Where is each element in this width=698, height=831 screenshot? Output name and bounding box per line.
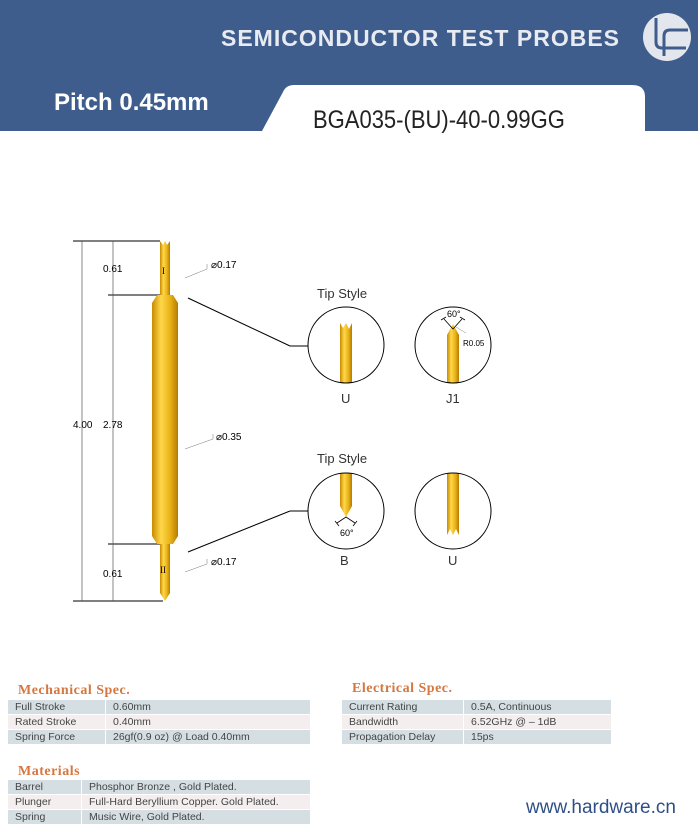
tip-j1: 60° R0.05 J1 <box>414 306 492 406</box>
table-cell: Barrel <box>8 780 82 795</box>
probe-drawing: 0.61 4.00 2.78 0.61 ⌀0.17 ⌀0.35 ⌀0.17 I … <box>73 240 492 602</box>
table-cell: Current Rating <box>342 700 464 715</box>
dim-barrel-length: 2.78 <box>103 420 123 431</box>
table-cell: 0.5A, Continuous <box>463 700 612 715</box>
table-cell: Full-Hard Beryllium Copper. Gold Plated. <box>81 794 311 810</box>
svg-text:J1: J1 <box>446 391 460 406</box>
svg-text:U: U <box>341 391 350 406</box>
table-cell: Full Stroke <box>8 700 106 715</box>
table-cell: Music Wire, Gold Plated. <box>81 809 311 825</box>
header-title: SEMICONDUCTOR TEST PROBES <box>221 25 620 51</box>
svg-text:U: U <box>448 553 457 568</box>
table-cell: 0.60mm <box>105 700 311 715</box>
table-cell: 15ps <box>463 729 612 745</box>
table-cell: Propagation Delay <box>342 729 464 745</box>
table-cell: 26gf(0.9 oz) @ Load 0.40mm <box>105 729 311 745</box>
table-cell: 0.40mm <box>105 714 311 730</box>
svg-text:B: B <box>340 553 349 568</box>
model-tab <box>262 85 645 131</box>
table-cell: Bandwidth <box>342 714 464 730</box>
dim-total-length: 4.00 <box>73 420 93 431</box>
tip-u-top: U <box>307 306 385 406</box>
svg-text:60°: 60° <box>340 528 354 538</box>
plunger-bottom-mark: II <box>160 565 166 575</box>
svg-text:60°: 60° <box>447 309 461 319</box>
dim-barrel-diameter: ⌀0.35 <box>216 432 242 443</box>
dim-top-diameter: ⌀0.17 <box>211 260 237 271</box>
table-cell: Rated Stroke <box>8 714 106 730</box>
pitch-label: Pitch 0.45mm <box>54 89 209 116</box>
probe-body: I II <box>152 241 178 601</box>
mechanical-spec-title: Mechanical Spec. <box>18 683 131 698</box>
electrical-spec-title: Electrical Spec. <box>352 681 453 696</box>
table-cell: Spring <box>8 809 82 825</box>
company-logo-icon <box>643 13 691 61</box>
tip-b: 60° B <box>307 472 385 568</box>
dimension-lines <box>73 240 308 602</box>
dim-top-plunger: 0.61 <box>103 264 123 275</box>
model-number: BGA035-(BU)-40-0.99GG <box>313 106 565 134</box>
plunger-top-mark: I <box>162 266 165 276</box>
table-cell: Phosphor Bronze , Gold Plated. <box>81 780 311 795</box>
tip-u-bottom: U <box>414 472 492 568</box>
table-cell: Plunger <box>8 794 82 810</box>
bottom-tip-style-title: Tip Style <box>317 451 367 466</box>
table-cell: Spring Force <box>8 729 106 745</box>
svg-text:R0.05: R0.05 <box>463 339 485 348</box>
table-cell: 6.52GHz @ – 1dB <box>463 714 612 730</box>
dim-bottom-plunger: 0.61 <box>103 569 123 580</box>
top-tip-style-title: Tip Style <box>317 286 367 301</box>
materials-title: Materials <box>18 764 81 779</box>
website-link[interactable]: www.hardware.cn <box>526 797 676 818</box>
dim-bottom-diameter: ⌀0.17 <box>211 557 237 568</box>
